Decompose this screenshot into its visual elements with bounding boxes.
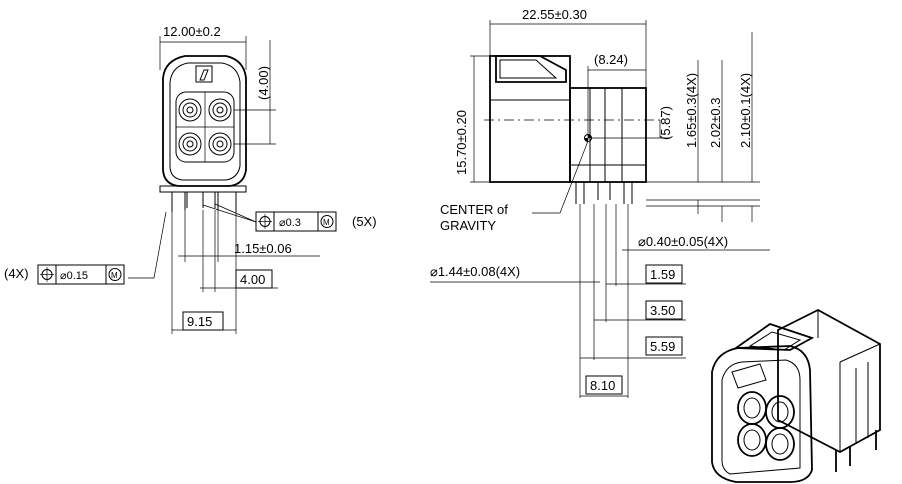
isometric-view: [711, 308, 881, 483]
cavity-top-right: [208, 98, 232, 122]
d559-label: 5.59: [650, 339, 675, 354]
gdt-pos-tol: ⌀0.3: [279, 217, 301, 229]
gdt-pos-mod-cell: [317, 211, 337, 232]
d159-box: [645, 264, 683, 284]
hole-dia-label: ⌀1.44±0.08(4X): [430, 264, 520, 279]
pitch-outer-label: 9.15: [187, 314, 212, 329]
pitch-inner-label: 4.00: [240, 272, 265, 287]
iso-cavity-3: [737, 423, 767, 457]
width-dim-label: 12.00±0.2: [163, 24, 221, 39]
d210-label: 2.10±0.1(4X): [738, 73, 753, 148]
latch-outline: [495, 55, 567, 83]
side-pin-dia: ⌀0.40±0.05(4X): [638, 234, 728, 249]
cog-leader: [532, 140, 589, 214]
d202-label: 2.02±0.3: [708, 97, 723, 148]
gdt-hole-mod-cell: [105, 264, 125, 285]
gdt-hole-mod: M: [111, 271, 118, 280]
cavity-bottom-left: [178, 132, 202, 156]
iso-front-inner: [721, 359, 801, 475]
height-dim-label: (4.00): [256, 66, 271, 100]
pin-dia-label: 1.15±0.06: [234, 241, 292, 256]
d810-label: 8.10: [590, 378, 615, 393]
gdt-leader-1: [202, 204, 257, 223]
gdt-hole-tol: ⌀0.15: [60, 270, 88, 282]
mmc-icon-2: [108, 268, 122, 281]
mmc-icon: [320, 215, 334, 228]
gdt-hole-leader: [128, 211, 167, 279]
cog-label-1: CENTER of: [440, 202, 508, 217]
iso-cavity-4: [765, 427, 795, 461]
front-view: 12.00±0.2 (4.00): [4, 24, 377, 334]
d824-label: (8.24): [594, 52, 628, 67]
cavity-top-left: [178, 98, 202, 122]
iso-cavity-1: [737, 391, 767, 425]
cog-label-2: GRAVITY: [440, 218, 496, 233]
gdt-pos-count: (5X): [352, 214, 377, 229]
d587-label: (5.87): [658, 106, 673, 140]
key-tab-glyph: [199, 69, 209, 81]
side-body: [489, 55, 571, 183]
latch-inner: [499, 59, 558, 79]
length-dim-label: 22.55±0.30: [522, 7, 587, 22]
iso-latch: [733, 323, 815, 351]
cavity-bottom-right: [208, 132, 232, 156]
gdt-hole-count: (4X): [4, 266, 29, 281]
iso-key: [731, 363, 767, 389]
d159-label: 1.59: [650, 267, 675, 282]
iso-front-face: [711, 345, 813, 483]
d810-box: [585, 375, 623, 395]
connector-body-outline: [162, 55, 247, 187]
gdt-pos-mod: M: [323, 218, 330, 227]
d350-box: [645, 300, 683, 320]
key-tab: [195, 65, 213, 83]
d350-label: 3.50: [650, 303, 675, 318]
connector-body-inner: [169, 62, 241, 181]
gdt-leader-2: [214, 203, 257, 223]
d165-label: 1.65±0.3(4X): [684, 73, 699, 148]
rear-housing: [569, 87, 647, 183]
d559-box: [645, 336, 683, 356]
h-dim-label: 15.70±0.20: [454, 110, 469, 175]
side-view: 22.55±0.30 15.70±0.20 (8.24) (5.87): [430, 7, 770, 398]
outer-box: [182, 311, 224, 331]
iso-cavity-2: [765, 395, 795, 429]
